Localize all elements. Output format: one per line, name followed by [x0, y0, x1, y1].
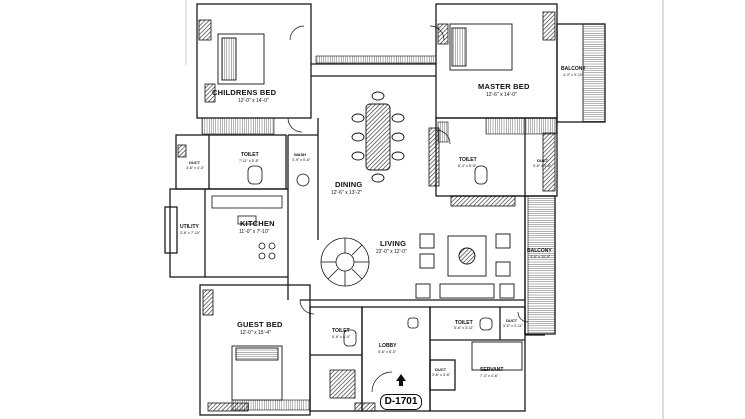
toilet-guest-dim: 5'-6" x 8'-0" — [332, 335, 351, 339]
dining-set — [351, 91, 405, 183]
kitchen-dim: 11'-0" x 7'-10" — [239, 229, 270, 235]
living-label: LIVING — [380, 239, 407, 248]
duct-right-label: DUCT — [537, 158, 549, 163]
servant-dim: 7'-3" x 4'-6" — [480, 374, 499, 378]
toilet-left-label: TOILET — [241, 152, 259, 158]
childrens-bed-dim: 12'-0" x 14'-0" — [238, 98, 269, 104]
childrens-bed-label: CHILDRENS BED — [212, 88, 277, 97]
entry-arrow-icon — [396, 374, 406, 386]
toilet-servant-dim: 5'-6" x 3'-11" — [454, 326, 474, 330]
toilet-master-label: TOILET — [459, 157, 477, 163]
dining-dim: 12'-6" x 13'-2" — [331, 190, 362, 196]
dining-label: DINING — [335, 180, 363, 189]
master-bed-label: MASTER BED — [478, 82, 530, 91]
lobby-dim: 5'-6" x 8'-0" — [378, 350, 397, 354]
toilet-guest-label: TOILET — [332, 328, 350, 334]
toilet-master-dim: 8'-3" x 5'-8" — [458, 164, 477, 168]
balcony-right-dim: 3'-9" x 10'-5" — [530, 255, 551, 259]
balcony-right-label: BALCONY — [527, 248, 552, 254]
fixtures — [211, 165, 493, 347]
wash-dim: 3'-9" x 5'-8" — [292, 158, 311, 162]
wash-label: WASH — [294, 152, 306, 157]
servant-label: SERVANT — [480, 367, 504, 373]
duct-right-dim: 3'-6" x 5'-8" — [533, 164, 552, 168]
toilet-servant-label: TOILET — [455, 320, 473, 326]
guest-bed-label: GUEST BED — [237, 320, 283, 329]
duct-small-label: DUCT — [435, 367, 447, 372]
master-bed-dim: 12'-6" x 14'-0" — [486, 92, 517, 98]
spiral-stair — [320, 237, 370, 287]
guest-bed-dim: 12'-0" x 15'-4" — [240, 330, 271, 336]
duct-left-dim: 3'-6" x 4'-0" — [186, 166, 205, 170]
duct-small-dim: 3'-6" x 3'-6" — [432, 373, 451, 377]
balcony-top-dim: 4'-3" x 9'-10" — [563, 73, 584, 77]
living-dim: 22'-0" x 12'-0" — [376, 249, 407, 255]
duct-servant-label: DUCT — [506, 318, 518, 323]
beds — [217, 23, 523, 401]
drawing-number: D-1701 — [380, 394, 422, 410]
door-swings — [287, 25, 529, 393]
utility-label: UTILITY — [180, 224, 199, 230]
duct-servant-dim: 3'-6" x 3'-11" — [503, 324, 523, 328]
duct-left-label: DUCT — [189, 160, 201, 165]
kitchen-label: KITCHEN — [240, 219, 275, 228]
lobby-label: LOBBY — [379, 343, 397, 349]
toilet-left-dim: 7'-11" x 5'-8" — [239, 159, 259, 163]
utility-dim: 3'-6" x 7'-10" — [180, 231, 201, 235]
living-furniture — [415, 233, 515, 299]
balcony-railing — [527, 23, 606, 335]
balcony-top-label: BALCONY — [561, 66, 586, 72]
